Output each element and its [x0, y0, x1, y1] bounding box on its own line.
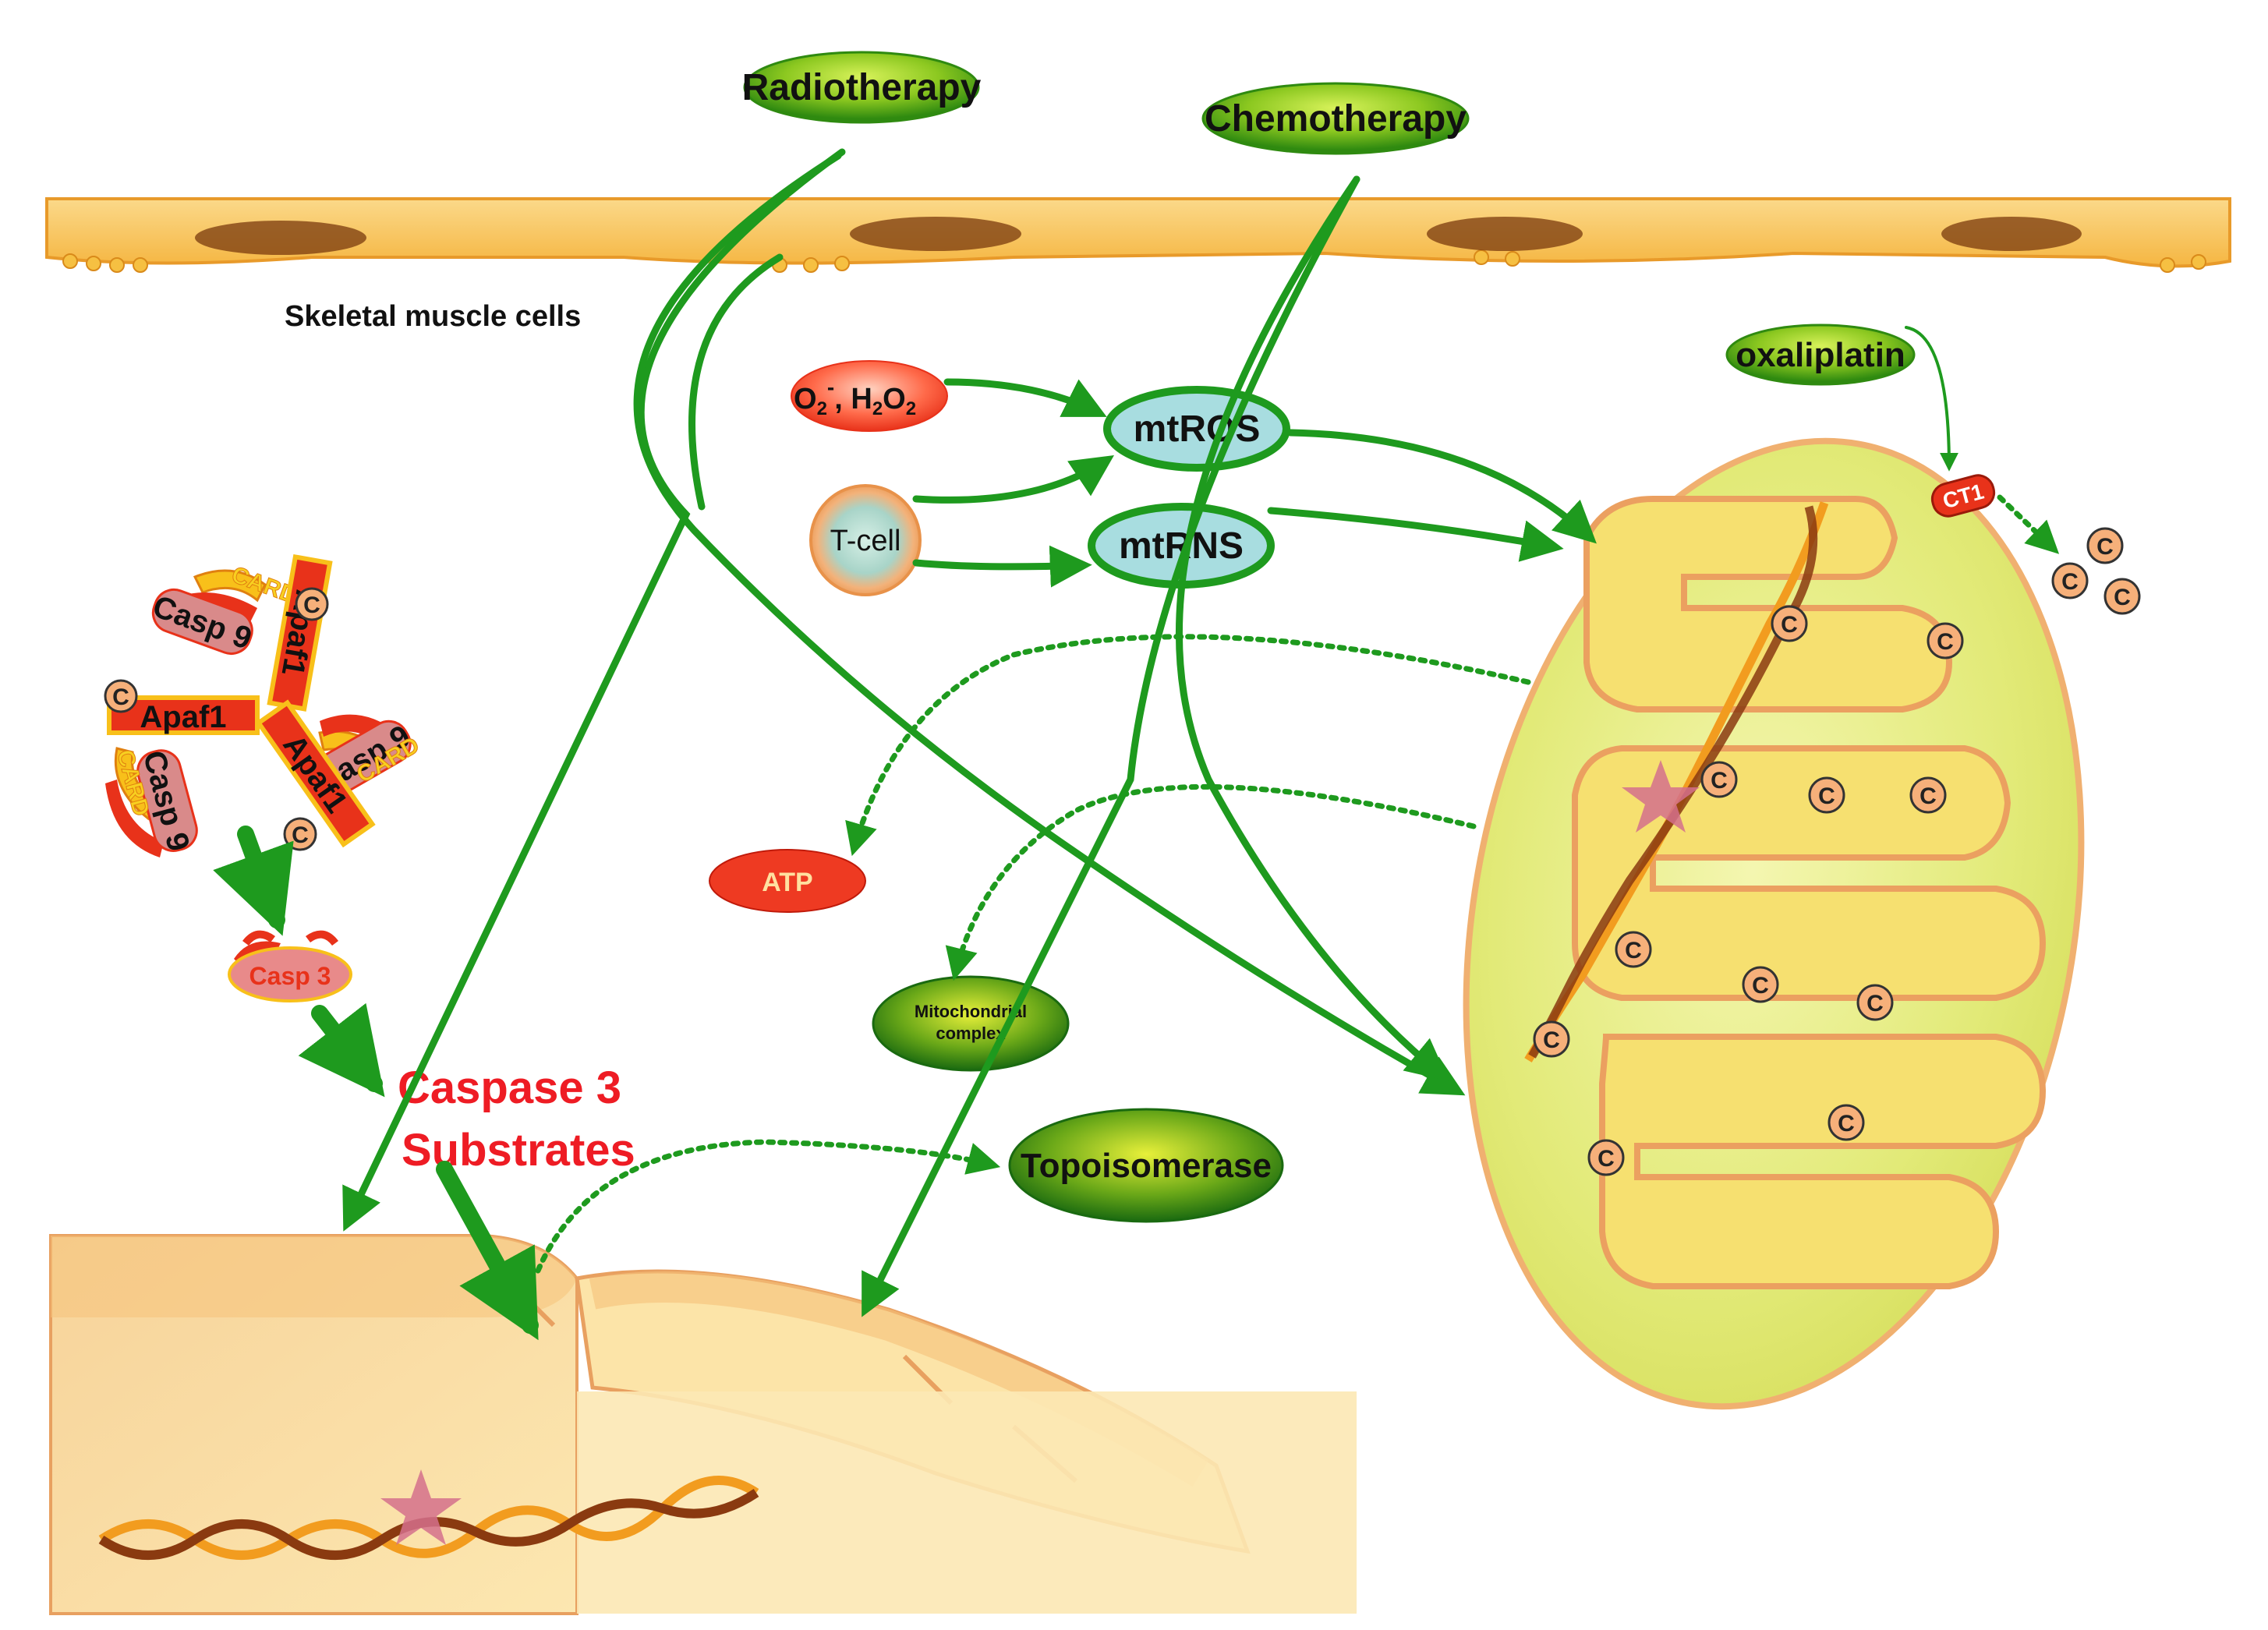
- mitochondrion: [1463, 437, 2085, 1410]
- ros-h2o2-label: , H: [834, 383, 872, 415]
- casp9-block: Casp 9: [136, 747, 198, 855]
- cytochrome-c-icon: C: [1587, 1139, 1625, 1176]
- tcell-to-mtros-arrow: [912, 455, 1114, 504]
- cytochrome-c-group: C C C C C C C C C C C C C C: [1533, 527, 2141, 1176]
- casp3-to-substrates-arrow: [298, 1002, 385, 1098]
- svg-text:C: C: [1838, 1111, 1855, 1137]
- dna-damage-star-icon: [380, 1469, 462, 1545]
- skeletal-muscle-membrane: [45, 197, 2231, 273]
- cytochrome-c-icon: C: [1742, 966, 1779, 1003]
- casp3-block: Casp 3: [228, 930, 352, 1002]
- cytochrome-c-icon: C: [295, 587, 329, 621]
- mitochondrial-cristae: [1572, 496, 2047, 1289]
- caspase3-substrates-line1: Caspase 3: [398, 1063, 621, 1113]
- mtros-oval: mtROS: [1103, 386, 1290, 472]
- cytochrome-c-icon: C: [104, 679, 138, 713]
- substrates-to-nucleus-arrow: [436, 1161, 539, 1341]
- topoisomerase-label: Topoisomerase: [1021, 1147, 1272, 1185]
- mtrns-oval: mtRNS: [1088, 503, 1275, 589]
- svg-text:C: C: [2114, 585, 2131, 610]
- tcell-label: T-cell: [830, 525, 901, 557]
- cytochrome-c-icon: C: [283, 817, 317, 851]
- cytochrome-c-icon: C: [2103, 578, 2141, 615]
- chemotherapy-oval: Chemotherapy: [1201, 82, 1470, 155]
- mito-complex-line2: complex: [936, 1024, 1006, 1043]
- mito-to-atp-dotted-arrow: [845, 634, 1531, 857]
- skeletal-muscle-label: Skeletal muscle cells: [285, 300, 581, 333]
- oxaliplatin-oval: oxaliplatin: [1725, 324, 1916, 386]
- oxaliplatin-label: oxaliplatin: [1735, 336, 1905, 374]
- nucleus-cell: [49, 1234, 1357, 1615]
- radiotherapy-curve-to-mito: [633, 152, 1466, 1096]
- svg-text:C: C: [2061, 569, 2079, 595]
- oxaliplatin-to-ct1-arrow: [1905, 326, 1958, 472]
- atp-oval: ATP: [709, 849, 866, 913]
- muscle-nucleus: [1427, 217, 1583, 251]
- pathway-arrows: [213, 148, 2060, 1341]
- muscle-nucleus: [850, 217, 1021, 251]
- cytochrome-c-icon: C: [1615, 931, 1652, 968]
- tcell-to-mtrns-arrow: [912, 545, 1092, 588]
- svg-text:C: C: [1625, 938, 1642, 964]
- radiotherapy-label: Radiotherapy: [742, 67, 982, 108]
- svg-text:C: C: [1752, 973, 1769, 999]
- ct1-transporter: CT1: [1930, 474, 1996, 518]
- casp3-label: Casp 3: [249, 962, 331, 990]
- svg-text:C: C: [1866, 991, 1884, 1017]
- mtros-to-mito-arrow: [1286, 429, 1597, 544]
- mtrns-to-mito-arrow: [1267, 507, 1564, 562]
- atp-label: ATP: [762, 868, 812, 897]
- ros-h2o2-o-label: O: [883, 383, 906, 415]
- svg-text:C: C: [1818, 783, 1835, 809]
- apoptosome-to-casp3-arrow: [213, 826, 294, 936]
- svg-text:C: C: [1919, 783, 1937, 809]
- apoptosome: Casp 9 Casp 9 Casp 9 CARD CARD CARD Apaf…: [104, 553, 424, 967]
- svg-text:C: C: [292, 822, 309, 848]
- nucleus-to-topoisomerase-dotted-arrow: [535, 1139, 1001, 1274]
- svg-text:C: C: [112, 684, 129, 710]
- cytochrome-c-icon: C: [1827, 1104, 1865, 1141]
- muscle-nucleus: [1941, 217, 2082, 251]
- ros-to-mtros-arrow: [943, 378, 1107, 417]
- muscle-nucleus: [195, 221, 366, 255]
- ros-h2o2-subscript: 2: [872, 398, 883, 419]
- svg-text:C: C: [1598, 1146, 1615, 1172]
- cytochrome-c-icon: C: [1700, 761, 1738, 798]
- cytochrome-c-icon: C: [1808, 776, 1845, 814]
- ct1-release-dotted-arrow: [1997, 494, 2060, 554]
- cytochrome-c-icon: C: [1927, 622, 1964, 659]
- mito-dna-damage-star-icon: [1622, 760, 1700, 833]
- chemotherapy-label: Chemotherapy: [1205, 98, 1467, 140]
- ros-o2-label: O: [794, 383, 817, 415]
- cytochrome-c-icon: C: [2051, 562, 2089, 599]
- svg-text:C: C: [303, 592, 320, 618]
- mitochondrial-complex-oval: Mitochondrial complex: [872, 975, 1070, 1072]
- ros-o2-superscript: -: [827, 375, 834, 399]
- svg-text:C: C: [1781, 612, 1798, 638]
- cytochrome-c-icon: C: [1771, 605, 1808, 642]
- svg-text:C: C: [1711, 768, 1728, 794]
- cytochrome-c-icon: C: [1856, 984, 1894, 1021]
- svg-text:C: C: [1543, 1027, 1560, 1053]
- cytochrome-c-icon: C: [2086, 527, 2124, 564]
- svg-text:C: C: [1937, 629, 1954, 655]
- chemotherapy-to-mito-arrow: [1176, 175, 1449, 1081]
- chemotherapy-to-nucleus-arrow: [862, 175, 1360, 1317]
- svg-text:O2-, H2O2: O2-, H2O2: [794, 375, 916, 419]
- radiotherapy-to-mito-arrow: [688, 253, 784, 511]
- tcell: T-cell: [809, 484, 922, 596]
- cytochrome-c-icon: C: [1909, 776, 1947, 814]
- apaf1-label: Apaf1: [140, 700, 226, 734]
- cytochrome-c-icon: C: [1533, 1020, 1570, 1058]
- ros-source-oval: O2-, H2O2: [791, 360, 948, 432]
- topoisomerase-oval: Topoisomerase: [1008, 1108, 1284, 1223]
- ros-h2o2-subscript-2: 2: [906, 398, 916, 419]
- svg-text:C: C: [2096, 534, 2114, 560]
- radiotherapy-oval: Radiotherapy: [742, 51, 982, 124]
- ros-o2-subscript: 2: [817, 398, 827, 419]
